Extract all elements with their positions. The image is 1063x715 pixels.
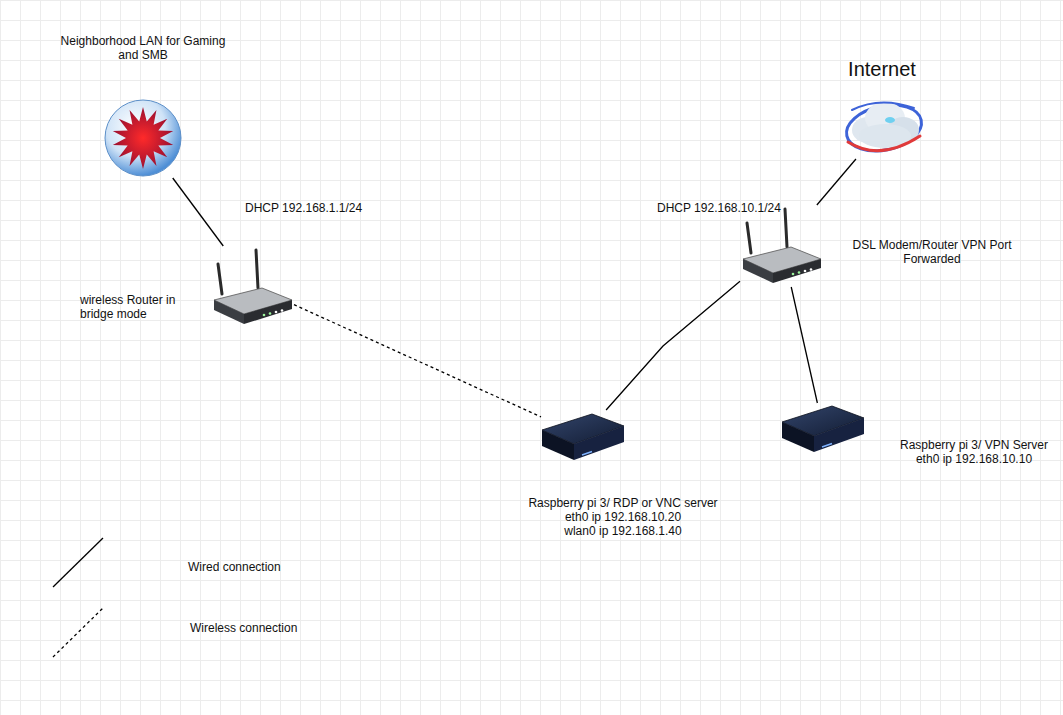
device-label: Raspberry pi 3/ RDP or VNC server bbox=[528, 496, 717, 510]
legend-label: Wired connection bbox=[188, 560, 281, 574]
network-device: Internet bbox=[843, 93, 925, 159]
device-label: Neighborhood LAN for Gaming and SMB bbox=[53, 34, 233, 62]
wired-link bbox=[817, 159, 856, 205]
device-label: DHCP 192.168.10.1/24 bbox=[657, 201, 781, 215]
legend-label: Wireless connection bbox=[190, 621, 297, 635]
device-label: wlan0 ip 192.168.1.40 bbox=[564, 524, 681, 538]
wired-link bbox=[791, 287, 817, 403]
wired-link bbox=[606, 281, 740, 410]
device-label: eth0 ip 192.168.10.10 bbox=[916, 452, 1032, 466]
device-label: wireless Router in bridge mode bbox=[80, 293, 198, 321]
legend-wired-sample bbox=[53, 538, 103, 587]
network-device: Neighborhood LAN for Gaming and SMB bbox=[103, 98, 183, 178]
device-label: DSL Modem/Router VPN Port Forwarded bbox=[847, 238, 1017, 266]
network-device: Raspberry pi 3/ VPN Servereth0 ip 192.16… bbox=[781, 403, 865, 453]
device-label: Internet bbox=[848, 57, 916, 81]
device-label: eth0 ip 192.168.10.20 bbox=[565, 510, 681, 524]
legend-wireless-sample bbox=[53, 608, 103, 657]
network-device: Raspberry pi 3/ RDP or VNC servereth0 ip… bbox=[541, 410, 625, 462]
wired-link bbox=[173, 178, 224, 246]
network-device: DHCP 192.168.10.1/24DSL Modem/Router VPN… bbox=[740, 205, 824, 287]
device-label: Raspberry pi 3/ VPN Server bbox=[900, 438, 1048, 452]
device-label: DHCP 192.168.1.1/24 bbox=[245, 201, 362, 215]
network-device: DHCP 192.168.1.1/24wireless Router in br… bbox=[212, 246, 294, 326]
wireless-link bbox=[294, 305, 541, 417]
